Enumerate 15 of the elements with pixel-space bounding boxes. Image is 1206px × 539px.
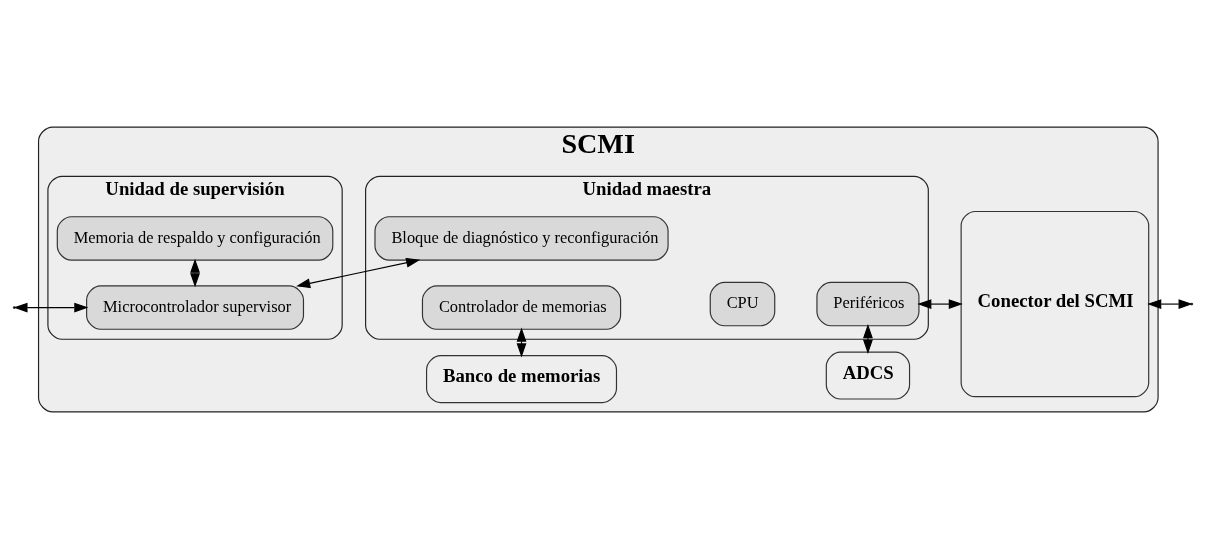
node-box: Conector del SCMI [960,210,1150,398]
arrow [190,258,200,288]
node-box: Periféricos [816,281,920,327]
node-box: Microcontrolador supervisor [86,285,305,330]
node-box: Controlador de memorias [421,285,622,330]
node-box: CPU [709,281,776,327]
node-box: Banco de memorias [426,355,618,404]
node-box: ADCS [825,351,911,400]
arrow [516,327,527,358]
node-box: Bloque de diagnóstico y reconfiguración [374,216,669,261]
arrow [13,302,89,313]
arrow [863,324,873,354]
arrow [296,257,421,289]
arrow [917,299,963,309]
node-box: Memoria de respaldo y configuración [56,216,334,261]
